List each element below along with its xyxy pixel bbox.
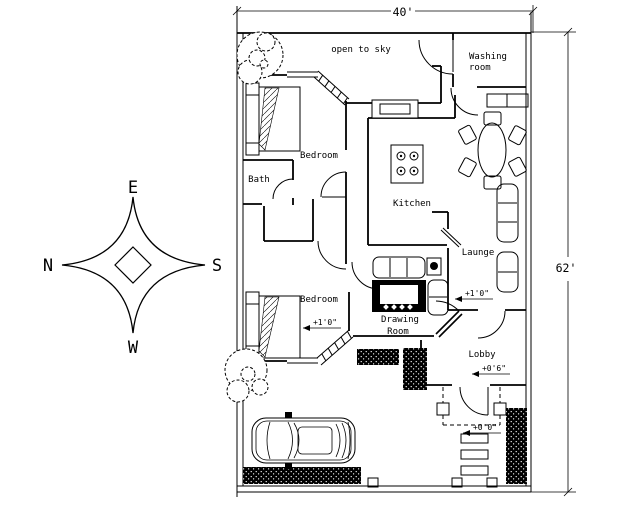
dimension-right: 62' — [531, 27, 577, 497]
hedge-driveway — [243, 467, 361, 484]
hedge-planter — [403, 348, 427, 390]
dimension-width-label: 40' — [393, 5, 414, 19]
boundary-post — [367, 477, 379, 488]
level-text: +1'0" — [465, 289, 489, 298]
label-open-to-sky: open to sky — [331, 45, 391, 55]
boundary-post — [451, 477, 463, 488]
label-lounge: Launge — [462, 248, 495, 258]
dimension-top: 40' — [232, 5, 538, 33]
level-marker-lobby: +0'6" — [472, 364, 510, 377]
car-mirror — [285, 463, 292, 469]
house-walls — [243, 33, 526, 386]
gate-post — [493, 402, 507, 416]
label-bedroom-bottom: Bedroom — [300, 295, 338, 305]
washbasin-counter — [486, 93, 529, 108]
kitchen-stove — [390, 144, 424, 184]
level-text: +0'0" — [473, 423, 497, 432]
hedge-planter — [506, 408, 527, 484]
boundary-post — [486, 477, 498, 488]
label-bath: Bath — [248, 175, 270, 185]
label-bedroom-top: Bedroom — [300, 151, 338, 161]
tree-driveway — [224, 348, 269, 403]
label-kitchen: Kitchen — [393, 199, 431, 209]
bed-bottom-bedroom — [245, 291, 301, 359]
lamp — [430, 262, 438, 270]
level-text: +1'0" — [313, 318, 337, 327]
dining-set — [458, 111, 527, 190]
compass-diamond-icon — [114, 246, 152, 284]
bed-top-bedroom — [245, 82, 301, 156]
entry-steps — [460, 433, 489, 476]
label-lobby: Lobby — [468, 350, 496, 360]
compass-north: N — [43, 256, 53, 276]
label-drawing-room-2: Room — [387, 327, 409, 337]
level-marker-driveway: +0'0" — [463, 423, 501, 436]
gate-post — [436, 402, 450, 416]
compass-rose: E N S W — [43, 178, 222, 358]
two-seat-sofa — [427, 279, 449, 316]
hedge-planter — [357, 349, 399, 365]
windows — [287, 70, 419, 366]
label-washing-room-1: Washing — [469, 52, 507, 62]
lounge-corner-mirror — [440, 227, 462, 248]
door-swings — [272, 39, 506, 416]
compass-south: S — [212, 256, 222, 276]
car — [251, 412, 356, 469]
car-mirror — [285, 412, 292, 418]
level-marker-lounge: +1'0" — [455, 289, 493, 302]
lounge-sofas — [496, 183, 519, 293]
lamp-table — [426, 257, 442, 276]
level-marker-bedroom: +1'0" — [303, 318, 341, 331]
compass-west: W — [128, 338, 139, 358]
entry-gate — [436, 387, 507, 426]
drawing-room-sofa-set — [372, 256, 449, 316]
label-washing-room-2: room — [469, 63, 491, 73]
dimension-height-label: 62' — [556, 261, 577, 275]
label-drawing-room-1: Drawing — [381, 315, 419, 325]
compass-east: E — [128, 178, 138, 198]
level-text: +0'6" — [482, 364, 506, 373]
tree-courtyard — [236, 31, 284, 85]
